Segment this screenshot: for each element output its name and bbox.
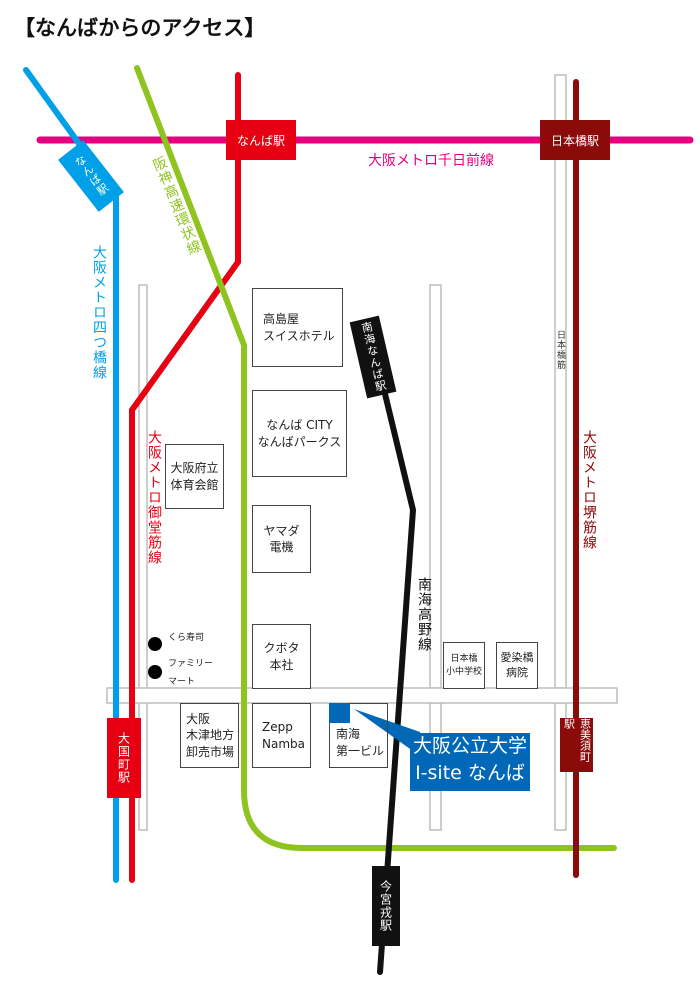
building-nankai-daiichi: 南海 第一ビル <box>329 703 388 768</box>
building-kubota: クボタ 本社 <box>252 624 311 689</box>
station-ebisucho[interactable]: 恵美須町駅 <box>560 718 593 772</box>
kura-sushi-label: くら寿司 <box>168 633 205 643</box>
building-aizenbashi-hospital: 愛染橋 病院 <box>496 642 538 689</box>
destination-marker-square <box>329 703 350 723</box>
nipponbashisuji-label: 日本橋筋 <box>555 330 565 370</box>
familymart-label: ファミリー マート <box>168 659 214 687</box>
hanshin-expressway-line <box>134 65 617 851</box>
building-namba-city: なんば CITY なんばパークス <box>252 390 347 477</box>
building-kizu-market: 大阪 木津地方 卸売市場 <box>180 703 239 768</box>
destination-callout[interactable]: 大阪公立大学 I-site なんば <box>410 733 530 791</box>
road-nipponbashisuji <box>554 74 567 689</box>
yotsubashi-label: 大阪メトロ四つ橋線 <box>91 245 107 380</box>
midosuji-line <box>129 72 241 883</box>
building-yamada-denki: ヤマダ 電機 <box>252 505 311 573</box>
midosuji-label: 大阪メトロ御堂筋線 <box>146 430 162 565</box>
station-nipponbashi[interactable]: 日本橋駅 <box>540 120 610 160</box>
destination-name: 大阪公立大学 <box>412 735 527 757</box>
station-daikokucho[interactable]: 大国町駅 <box>107 718 141 798</box>
nankai-koya-label: 南海高野線 <box>416 577 432 652</box>
page-title: 【なんばからのアクセス】 <box>14 16 266 40</box>
building-takashimaya-swiss-hotel: 高島屋 スイスホテル <box>252 288 343 367</box>
sakaisuji-label: 大阪メトロ堺筋線 <box>581 430 597 550</box>
destination-site: I-site なんば <box>415 762 525 784</box>
building-zepp-namba: Zepp Namba <box>252 703 311 768</box>
building-nipponbashi-school: 日本橋 小中学校 <box>443 642 485 689</box>
station-imamiyaebisu[interactable]: 今宮戎駅 <box>372 866 400 946</box>
road-vertical-west <box>138 284 148 831</box>
station-namba-midosuji[interactable]: なんば駅 <box>226 120 296 160</box>
building-osaka-gym: 大阪府立 体育会館 <box>165 444 224 509</box>
nankai-line <box>369 337 417 975</box>
familymart-dot <box>148 665 162 679</box>
kura-sushi-dot <box>148 637 162 651</box>
sennichimae-label: 大阪メトロ千日前線 <box>368 153 494 169</box>
